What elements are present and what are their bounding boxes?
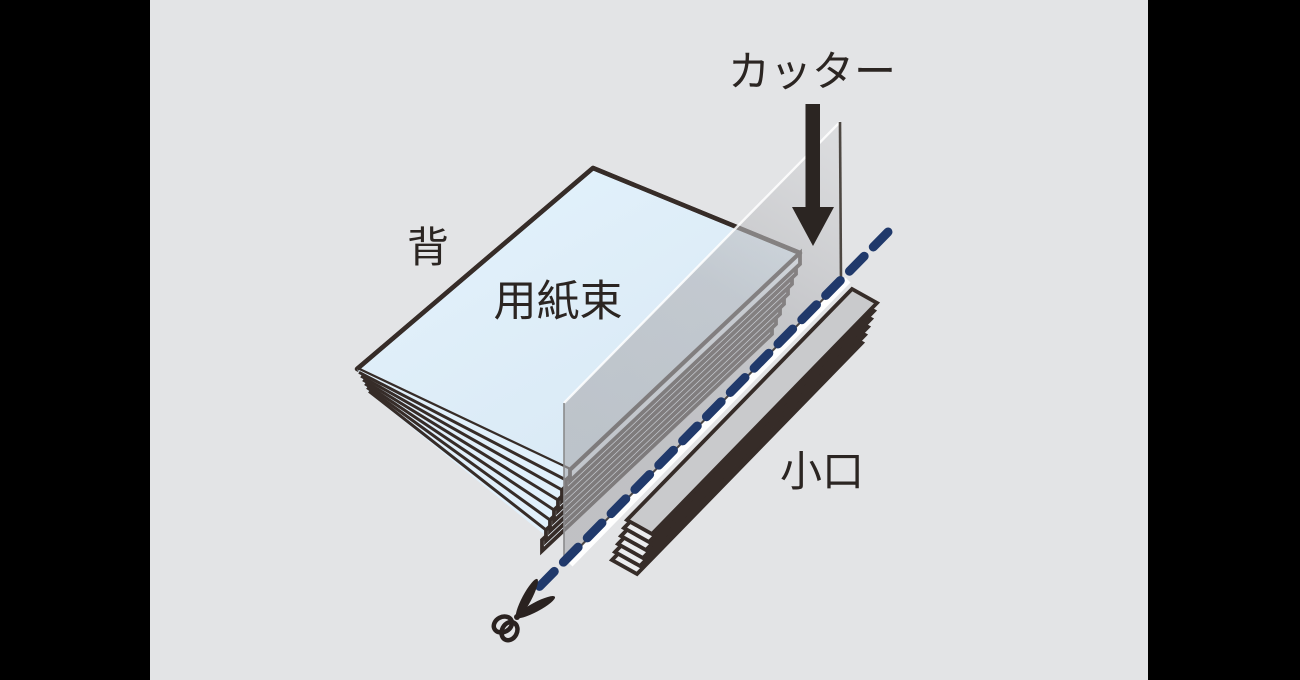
spine-label: 背 [407, 223, 449, 272]
left-pillarbox-bar [0, 0, 150, 680]
cutter-label: カッター [728, 47, 896, 96]
offcut-top-face [623, 286, 881, 537]
cut-line-group [533, 227, 893, 593]
scissors-blade [515, 578, 538, 619]
cutter-blade [563, 121, 843, 563]
paper-stack-label: 用紙束 [494, 277, 623, 327]
blade-right-edge [838, 121, 843, 284]
scissors-handle [499, 619, 520, 643]
down-arrow-icon [792, 104, 834, 246]
fore-edge-label: 小口 [780, 447, 864, 496]
offcut-strip [608, 286, 881, 577]
blade-face [564, 122, 841, 563]
scissors-blade [515, 596, 556, 619]
scissors-pivot [514, 614, 520, 620]
scissors-icon [491, 578, 556, 643]
top-face-outline [355, 165, 801, 371]
right-pillarbox-bar [1148, 0, 1300, 680]
blade-top-edge [563, 121, 841, 404]
dashed-cut-line [533, 227, 893, 593]
cut-highlight [567, 277, 851, 567]
